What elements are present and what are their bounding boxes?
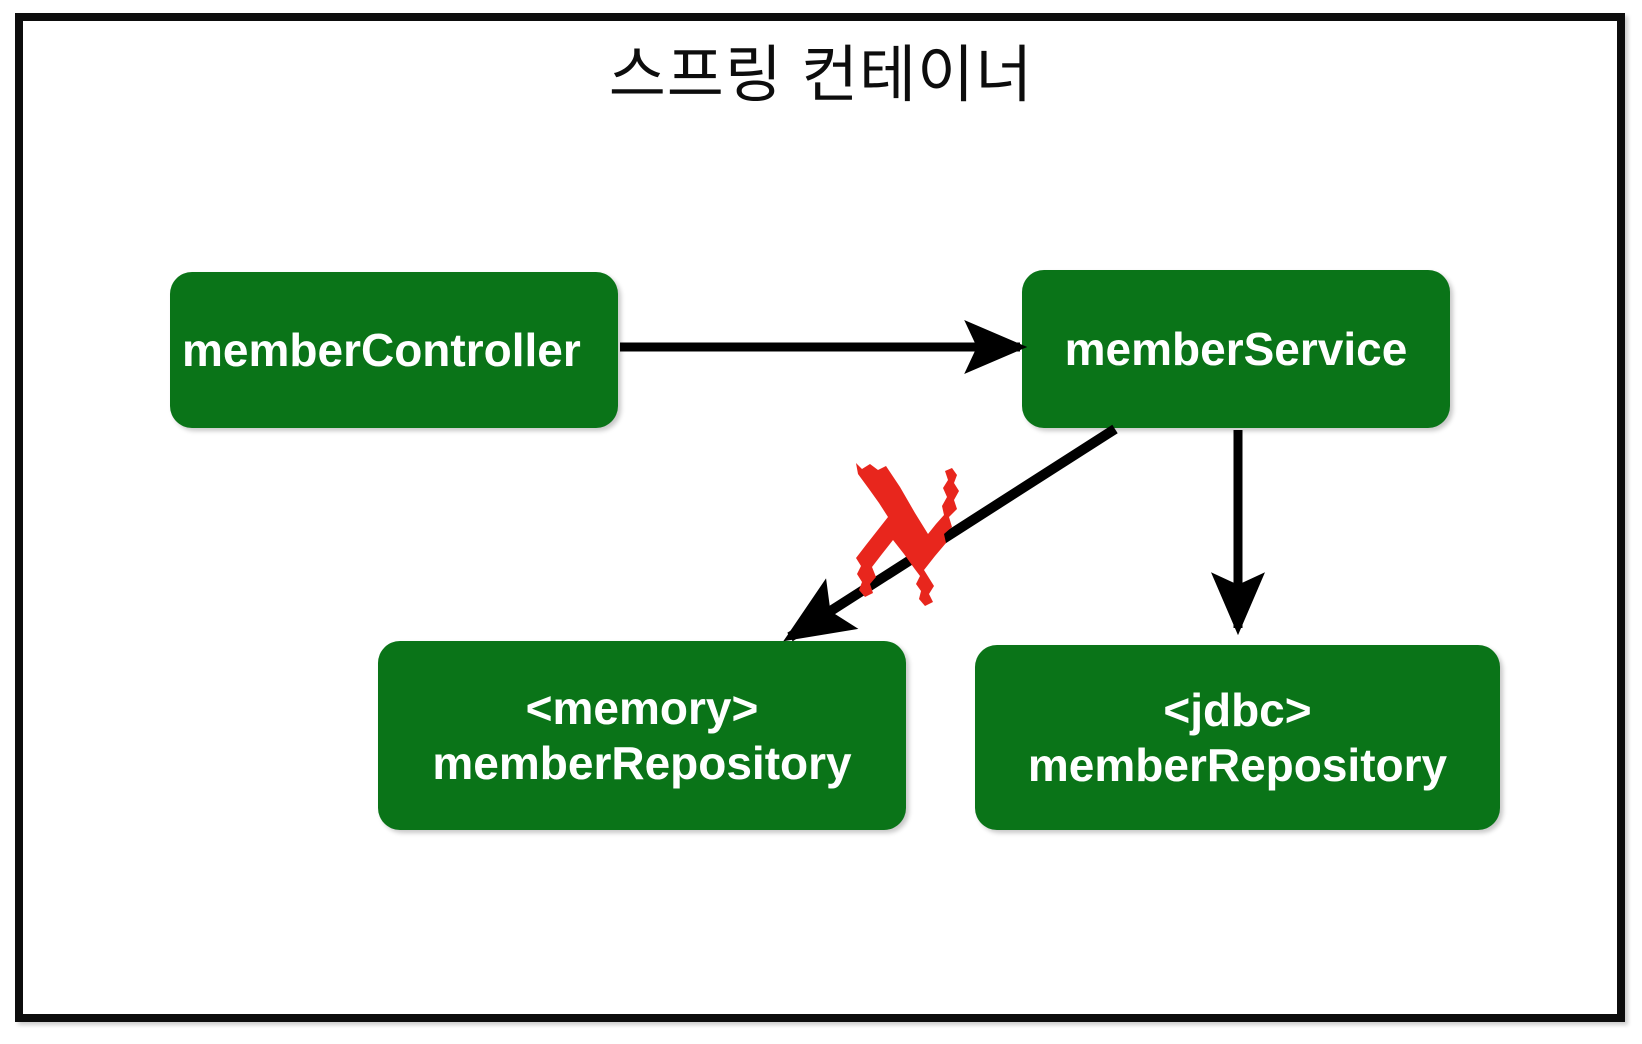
bean-label-member-controller: memberController — [182, 323, 581, 376]
bean-box-memory-member-repository[interactable]: <memory> memberRepository — [378, 641, 906, 830]
page-title: 스프링 컨테이너 — [608, 41, 1034, 110]
bean-box-member-controller[interactable]: memberController — [170, 272, 618, 428]
bean-label-memory-qualifier: <memory> — [525, 682, 759, 735]
bean-box-member-service[interactable]: memberService — [1022, 270, 1450, 428]
spring-container-frame — [15, 13, 1625, 1022]
bean-label-memory-repository-wrapper: <memory> memberRepository — [432, 681, 851, 790]
bean-box-jdbc-member-repository[interactable]: <jdbc> memberRepository — [975, 645, 1500, 830]
bean-label-jdbc-repository-name: memberRepository — [1027, 738, 1448, 791]
bean-label-jdbc-qualifier: <jdbc> — [1163, 684, 1312, 737]
bean-label-jdbc-repository-wrapper: <jdbc> memberRepository — [1028, 683, 1447, 792]
bean-label-memory-repository-name: memberRepository — [432, 736, 852, 789]
bean-label-member-service: memberService — [1064, 322, 1408, 375]
